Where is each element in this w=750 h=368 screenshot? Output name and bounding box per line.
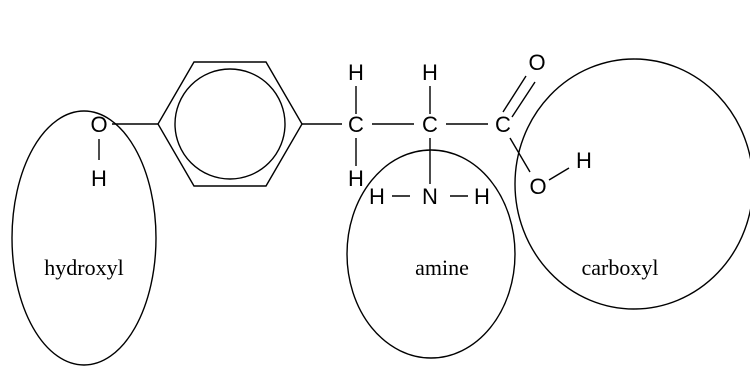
atom-h-top-mid: H	[422, 60, 438, 85]
atom-o-double: O	[528, 50, 545, 75]
carboxyl-group-oval	[514, 58, 750, 310]
atom-h-top-left: H	[348, 60, 364, 85]
bond-c3-o-single	[509, 137, 531, 173]
label-amine: amine	[415, 255, 469, 280]
atom-o-single: O	[529, 174, 546, 199]
atom-h-acid: H	[576, 148, 592, 173]
atom-c-carboxyl: C	[495, 112, 511, 137]
atom-h-amine-left: H	[369, 184, 385, 209]
benzene-aromatic-circle	[174, 68, 286, 180]
bond-c3-o-double-b	[511, 81, 536, 118]
hydroxyl-group-oval	[11, 110, 157, 366]
atom-h-hydroxyl: H	[91, 166, 107, 191]
benzene-ring	[157, 61, 303, 187]
atom-c-beta: C	[348, 112, 364, 137]
atom-c-alpha: C	[422, 112, 438, 137]
atom-n-amine: N	[422, 184, 438, 209]
atom-h-amine-right: H	[474, 184, 490, 209]
label-hydroxyl: hydroxyl	[44, 255, 123, 280]
label-carboxyl: carboxyl	[582, 255, 659, 280]
bond-o-h-acid	[548, 167, 570, 181]
atom-o-hydroxyl: O	[90, 112, 107, 137]
bond-c3-o-double-a	[502, 75, 527, 113]
atom-h-bottom-left: H	[348, 166, 364, 191]
amine-group-oval	[346, 149, 516, 359]
